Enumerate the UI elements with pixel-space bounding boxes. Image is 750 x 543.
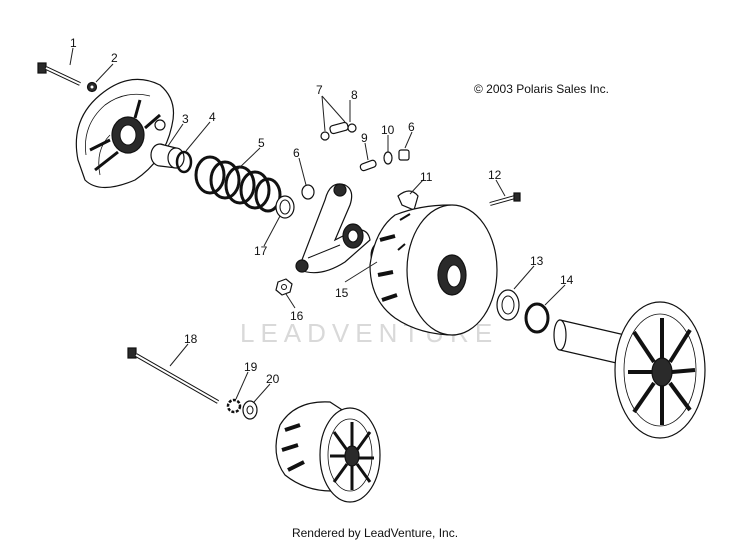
part-20-bushing[interactable] xyxy=(242,400,258,420)
callout-6a: 6 xyxy=(293,146,300,160)
part-2-washer[interactable] xyxy=(86,81,98,93)
callout-13: 13 xyxy=(530,254,544,268)
callout-3: 3 xyxy=(182,112,189,126)
part-14-ring[interactable] xyxy=(524,302,550,334)
callout-11: 11 xyxy=(420,170,433,184)
part-4-snap-ring[interactable] xyxy=(175,150,193,174)
part-6-roller-right[interactable] xyxy=(398,149,410,161)
part-7-8-pin[interactable] xyxy=(320,121,357,141)
callout-20: 20 xyxy=(266,372,280,386)
callout-2: 2 xyxy=(111,51,118,65)
callout-15: 15 xyxy=(335,286,349,300)
callout-10: 10 xyxy=(381,123,395,137)
part-6-roller-left[interactable] xyxy=(301,184,315,200)
callout-18: 18 xyxy=(184,332,198,346)
callout-4: 4 xyxy=(209,110,216,124)
callout-12: 12 xyxy=(488,168,502,182)
part-19-washer[interactable] xyxy=(226,398,242,414)
footer-credit: Rendered by LeadVenture, Inc. xyxy=(291,526,459,540)
part-1-bolt[interactable] xyxy=(37,62,81,86)
callout-6b: 6 xyxy=(408,120,415,134)
copyright-notice: © 2003 Polaris Sales Inc. xyxy=(474,82,609,96)
part-9-pin[interactable] xyxy=(359,159,377,172)
callout-16: 16 xyxy=(290,309,304,323)
callout-1: 1 xyxy=(70,36,77,50)
spider-arm xyxy=(295,183,371,274)
part-12-bolt[interactable] xyxy=(489,192,521,206)
part-18-bolt[interactable] xyxy=(127,347,219,404)
assembled-clutch xyxy=(275,401,381,503)
part-10-washer[interactable] xyxy=(383,151,393,165)
cover-plate xyxy=(75,78,175,189)
part-11-weight[interactable] xyxy=(397,190,419,211)
callout-5: 5 xyxy=(258,136,265,150)
fixed-sheave xyxy=(553,301,706,439)
callout-19: 19 xyxy=(244,360,258,374)
movable-sheave xyxy=(369,204,498,336)
callout-8: 8 xyxy=(351,88,358,102)
callout-9: 9 xyxy=(361,131,368,145)
part-16-nut[interactable] xyxy=(275,278,293,296)
callout-17: 17 xyxy=(254,244,268,258)
callout-7: 7 xyxy=(316,83,323,97)
callout-14: 14 xyxy=(560,273,574,287)
part-5-spring[interactable] xyxy=(194,155,282,213)
callout-labels: 1 2 3 4 5 6 6 7 8 9 10 11 12 13 14 15 16… xyxy=(70,36,574,386)
part-17-bushing[interactable] xyxy=(275,195,295,219)
leader-lines xyxy=(69,47,566,403)
part-13-bushing[interactable] xyxy=(496,289,520,321)
